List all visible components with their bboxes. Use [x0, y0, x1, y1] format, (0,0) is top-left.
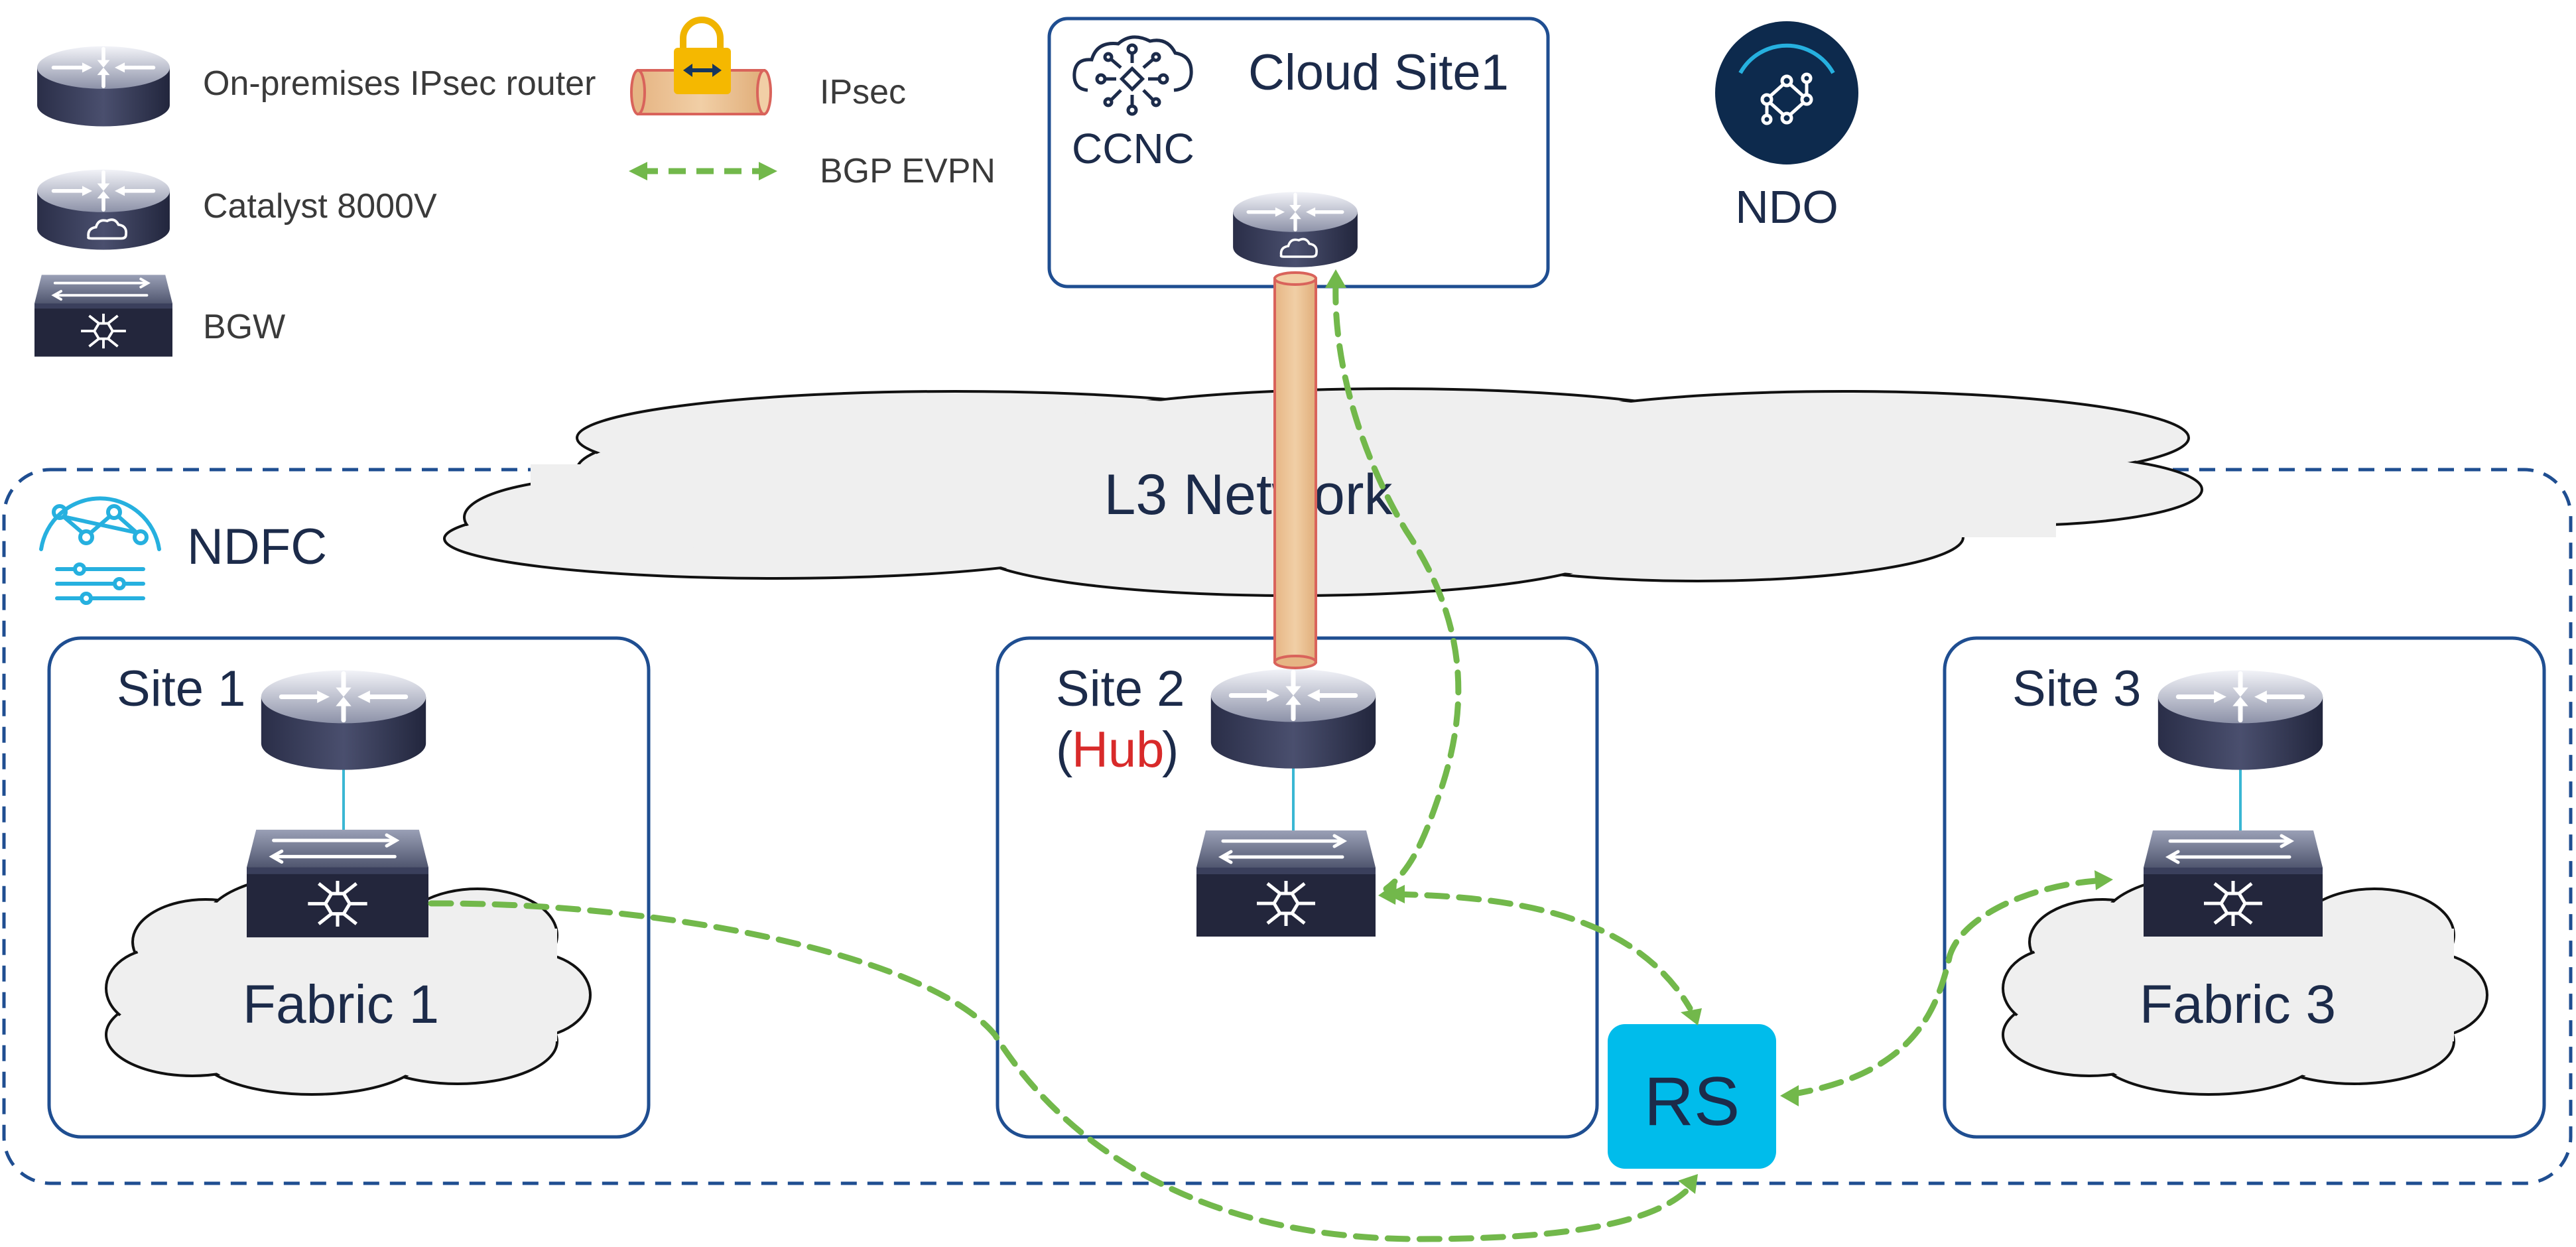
legend-catalyst-icon: [37, 170, 170, 250]
evpn-site2-to-rs: [1392, 891, 1693, 1012]
site-3-router: [2158, 671, 2323, 770]
l3-network-label: L3 Network: [1104, 463, 1393, 527]
fabric-3-label: Fabric 3: [2140, 974, 2336, 1035]
bgp-evpn-arrowheads: [1325, 269, 2113, 1194]
legend-bgw-icon: [33, 273, 174, 358]
site-1-router: [261, 671, 426, 770]
legend-catalyst-label: Catalyst 8000V: [203, 187, 437, 226]
site-3-label: Site 3: [2012, 661, 2141, 717]
cloud-catalyst-router: [1233, 192, 1358, 267]
evpn-site1-to-rs: [428, 900, 1693, 1242]
ccnc-icon: [1072, 35, 1193, 116]
fabric-1-cloud-fill: [109, 877, 588, 1092]
ndo-label: NDO: [1735, 181, 1838, 233]
site-2-hub-label: Hub: [1072, 722, 1164, 778]
site-2-hub-open: (: [1056, 722, 1072, 778]
site-2-hub-close: ): [1162, 722, 1179, 778]
fabric-3-cloud-fill: [2006, 877, 2484, 1092]
route-server-label: RS: [1644, 1063, 1740, 1140]
legend-bgp-evpn-arrow: [629, 162, 777, 180]
site-1-label: Site 1: [117, 661, 245, 717]
legend-ipsec-icon: [630, 17, 772, 115]
legend-ipsec-label: IPsec: [820, 73, 906, 111]
fabric-1-label: Fabric 1: [243, 974, 439, 1035]
ndo-icon: [1715, 21, 1858, 164]
legend-router-label: On-premises IPsec router: [203, 64, 596, 103]
legend-bgp-evpn-label: BGP EVPN: [820, 152, 996, 190]
evpn-rs-to-site3: [1787, 878, 2099, 1098]
cloud-site-title: Cloud Site1: [1248, 44, 1509, 101]
legend-router-icon: [37, 46, 170, 127]
legend-bgw-label: BGW: [203, 308, 285, 346]
l3-network-cloud-fill: [447, 391, 2199, 593]
ndfc-label: NDFC: [187, 519, 327, 575]
site-3-bgw: [2144, 830, 2323, 937]
route-server-box: [1608, 1024, 1776, 1169]
site-2-bgw: [1196, 830, 1376, 937]
ccnc-label: CCNC: [1072, 125, 1194, 172]
site-2-label: Site 2: [1056, 661, 1185, 717]
site-2-router: [1211, 669, 1376, 769]
bgp-evpn-links: [428, 279, 2099, 1242]
evpn-cloud-to-site2: [1332, 279, 1462, 892]
ndfc-icon: [39, 496, 161, 605]
site-1-bgw: [247, 830, 428, 937]
ipsec-tunnel: [1273, 271, 1317, 669]
